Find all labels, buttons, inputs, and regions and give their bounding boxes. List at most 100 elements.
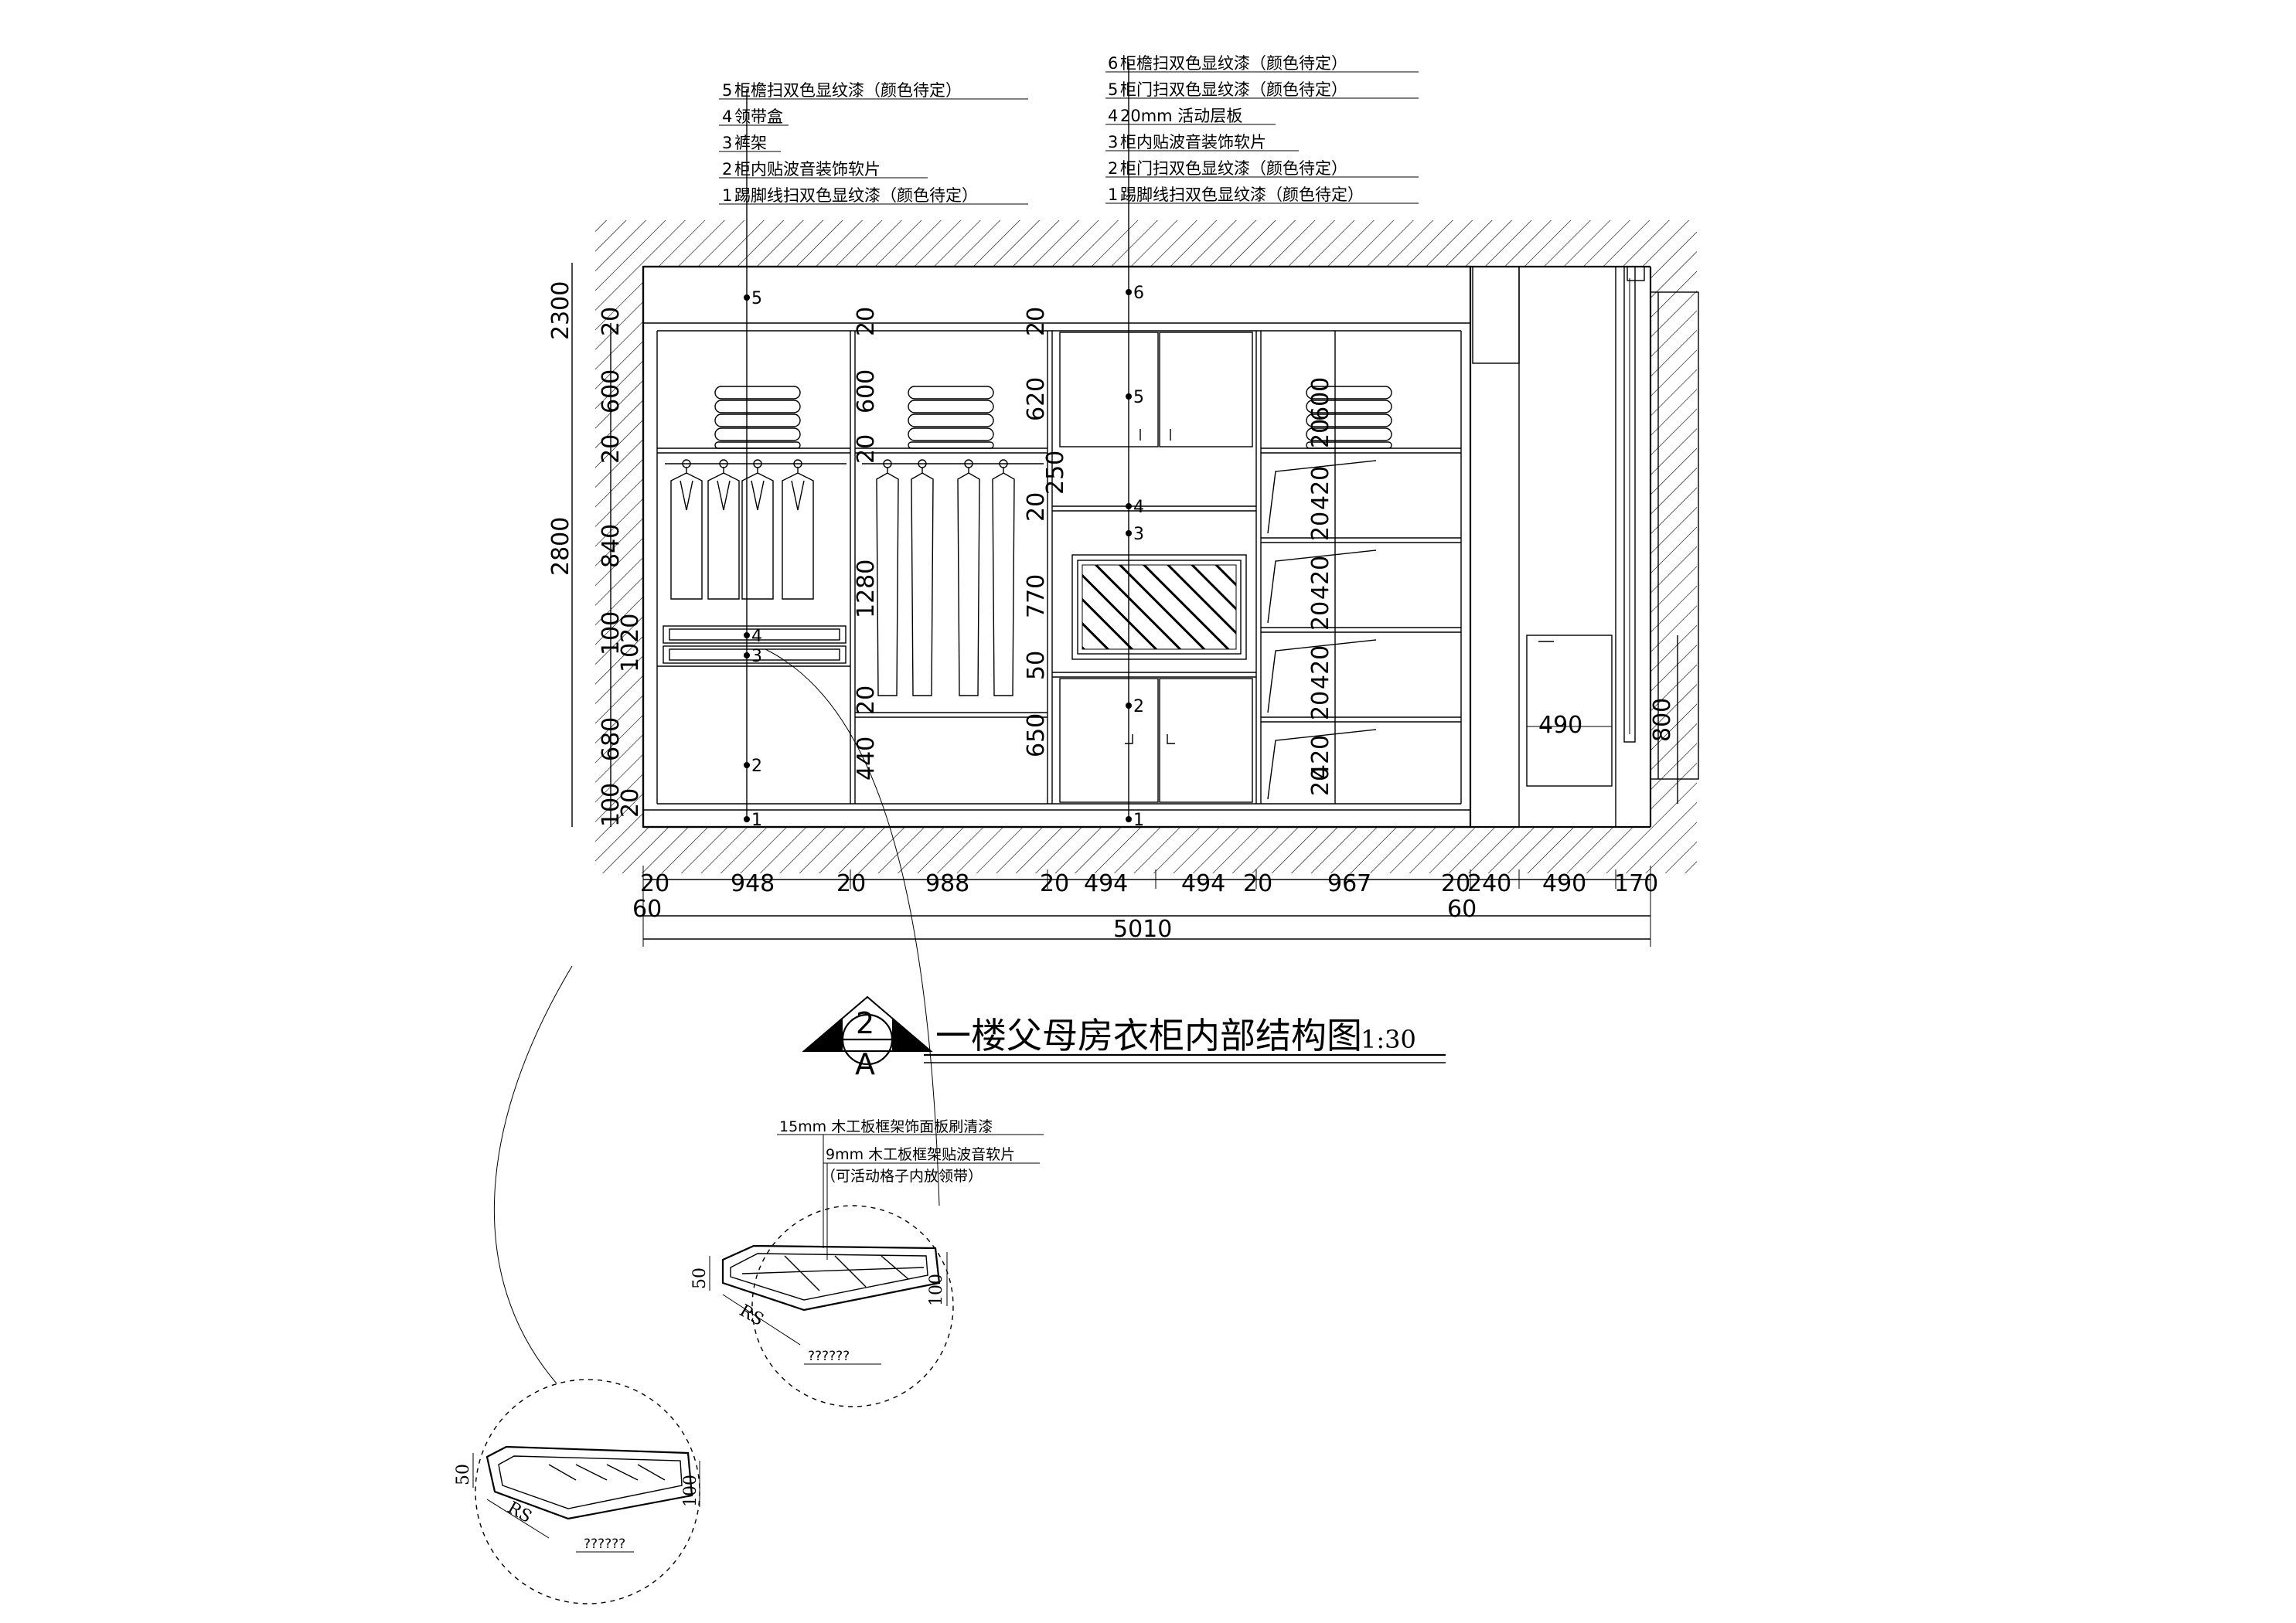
svg-text:440: 440 [853,737,880,781]
svg-text:50: 50 [1023,651,1050,680]
hanging-coats [670,459,814,600]
svg-text:1: 1 [1133,811,1144,830]
svg-text:100: 100 [681,1475,700,1507]
svg-text:250: 250 [1042,451,1069,495]
svg-text:RS: RS [736,1301,767,1330]
svg-text:3: 3 [1108,133,1118,151]
svg-text:5010: 5010 [1113,916,1172,943]
svg-text:50: 50 [690,1267,710,1289]
svg-text:100: 100 [598,611,625,655]
wardrobe-elevation [642,265,1699,829]
detail-texts: 15mm 木工板框架饰面板刷清漆 9mm 木工板框架贴波音软片 （可活动格子内放… [454,1118,1015,1552]
svg-text:2300: 2300 [547,281,574,340]
svg-text:4: 4 [1133,498,1144,517]
svg-text:6: 6 [1108,54,1118,73]
svg-text:20: 20 [1243,870,1272,897]
svg-text:柜檐扫双色显纹漆（颜色待定）: 柜檐扫双色显纹漆（颜色待定） [734,81,962,100]
svg-text:裤架: 裤架 [734,134,767,152]
svg-text:170: 170 [1614,870,1658,897]
svg-text:20: 20 [1307,512,1334,541]
left-dimension-labels: 2300 2800 20 600 20 840 100 1020 680 20 … [547,281,644,827]
svg-text:1280: 1280 [853,560,880,618]
svg-text:2: 2 [1133,697,1144,716]
svg-text:踢脚线扫双色显纹漆（颜色待定）: 踢脚线扫双色显纹漆（颜色待定） [734,186,978,205]
svg-text:650: 650 [1023,713,1050,757]
svg-text:20: 20 [598,307,625,336]
svg-text:600: 600 [1307,377,1334,421]
svg-text:踢脚线扫双色显纹漆（颜色待定）: 踢脚线扫双色显纹漆（颜色待定） [1120,185,1364,204]
svg-text:20: 20 [1307,767,1334,796]
svg-text:20: 20 [1441,870,1470,897]
svg-text:5: 5 [722,81,732,100]
svg-text:1020: 1020 [617,614,644,672]
svg-text:600: 600 [853,369,880,413]
svg-text:20: 20 [1307,419,1334,448]
svg-text:20: 20 [1307,691,1334,720]
svg-text:15mm 木工板框架饰面板刷清漆: 15mm 木工板框架饰面板刷清漆 [779,1118,993,1135]
svg-text:20: 20 [853,307,880,336]
svg-text:948: 948 [731,870,775,897]
svg-text:20: 20 [1307,601,1334,631]
svg-text:420: 420 [1307,466,1334,510]
svg-text:60: 60 [632,896,662,923]
svg-text:680: 680 [598,717,625,761]
svg-text:1: 1 [1108,185,1118,204]
svg-text:20: 20 [640,870,669,897]
svg-text:4: 4 [722,107,732,126]
svg-text:柜内贴波音装饰软片: 柜内贴波音装饰软片 [734,160,881,179]
svg-text:20mm 活动层板: 20mm 活动层板 [1120,107,1242,125]
drawing-title: 一楼父母房衣柜内部结构图 [935,1015,1362,1056]
title-texts: 2 A 一楼父母房衣柜内部结构图 1:30 [855,1006,1416,1081]
svg-text:60: 60 [1447,896,1477,923]
svg-text:（可活动格子内放领带）: （可活动格子内放领带） [821,1168,983,1185]
inner-dimension-labels: 20 600 20 1280 20 440 20 620 250 20 770 … [853,307,1676,796]
hanging-garments [876,459,1015,696]
svg-text:柜内贴波音装饰软片: 柜内贴波音装饰软片 [1120,133,1266,151]
svg-text:420: 420 [1307,735,1334,779]
svg-text:50: 50 [454,1464,473,1485]
detail-top [709,648,1044,1407]
svg-text:20: 20 [617,788,644,818]
title-number: 2 [856,1006,874,1040]
svg-text:??????: ?????? [808,1349,850,1364]
svg-text:5: 5 [1108,80,1118,99]
svg-text:100: 100 [927,1274,946,1306]
svg-text:840: 840 [598,524,625,568]
svg-text:967: 967 [1327,870,1371,897]
svg-text:494: 494 [1084,870,1128,897]
svg-text:2800: 2800 [547,517,574,576]
svg-text:9mm 木工板框架贴波音软片: 9mm 木工板框架贴波音软片 [826,1146,1015,1163]
svg-text:5: 5 [751,289,762,308]
svg-text:3: 3 [751,647,762,666]
title-letter: A [855,1047,875,1081]
svg-text:20: 20 [853,434,880,464]
svg-text:4: 4 [1108,107,1118,125]
svg-text:2: 2 [722,160,732,179]
folded-clothes [714,386,1392,449]
svg-text:3: 3 [1133,525,1144,544]
title-block [802,995,1446,1066]
svg-text:3: 3 [722,134,732,152]
svg-text:5: 5 [1133,388,1144,407]
callout-leaders [719,62,1419,822]
svg-text:1: 1 [751,811,762,830]
svg-text:494: 494 [1181,870,1225,897]
svg-text:20: 20 [853,686,880,715]
svg-text:800: 800 [1649,698,1676,742]
svg-text:RS: RS [504,1499,535,1527]
svg-text:20: 20 [1040,870,1069,897]
right-callout-labels: 6 柜檐扫双色显纹漆（颜色待定） 5 柜门扫双色显纹漆（颜色待定） 4 20mm… [1108,54,1364,204]
svg-text:1: 1 [722,186,732,205]
svg-text:490: 490 [1542,870,1586,897]
point-markers: 5 4 3 2 1 6 5 4 3 2 1 [751,284,1144,830]
svg-text:柜门扫双色显纹漆（颜色待定）: 柜门扫双色显纹漆（颜色待定） [1120,80,1347,99]
svg-text:490: 490 [1538,712,1582,739]
svg-text:6: 6 [1133,284,1144,303]
left-callout-labels: 5 柜檐扫双色显纹漆（颜色待定） 4 领带盒 3 裤架 2 柜内贴波音装饰软片 … [722,81,978,205]
svg-text:??????: ?????? [584,1536,625,1552]
svg-text:柜檐扫双色显纹漆（颜色待定）: 柜檐扫双色显纹漆（颜色待定） [1120,54,1347,73]
svg-text:20: 20 [1023,492,1050,522]
svg-text:600: 600 [598,369,625,413]
detail-bottom [472,965,700,1604]
